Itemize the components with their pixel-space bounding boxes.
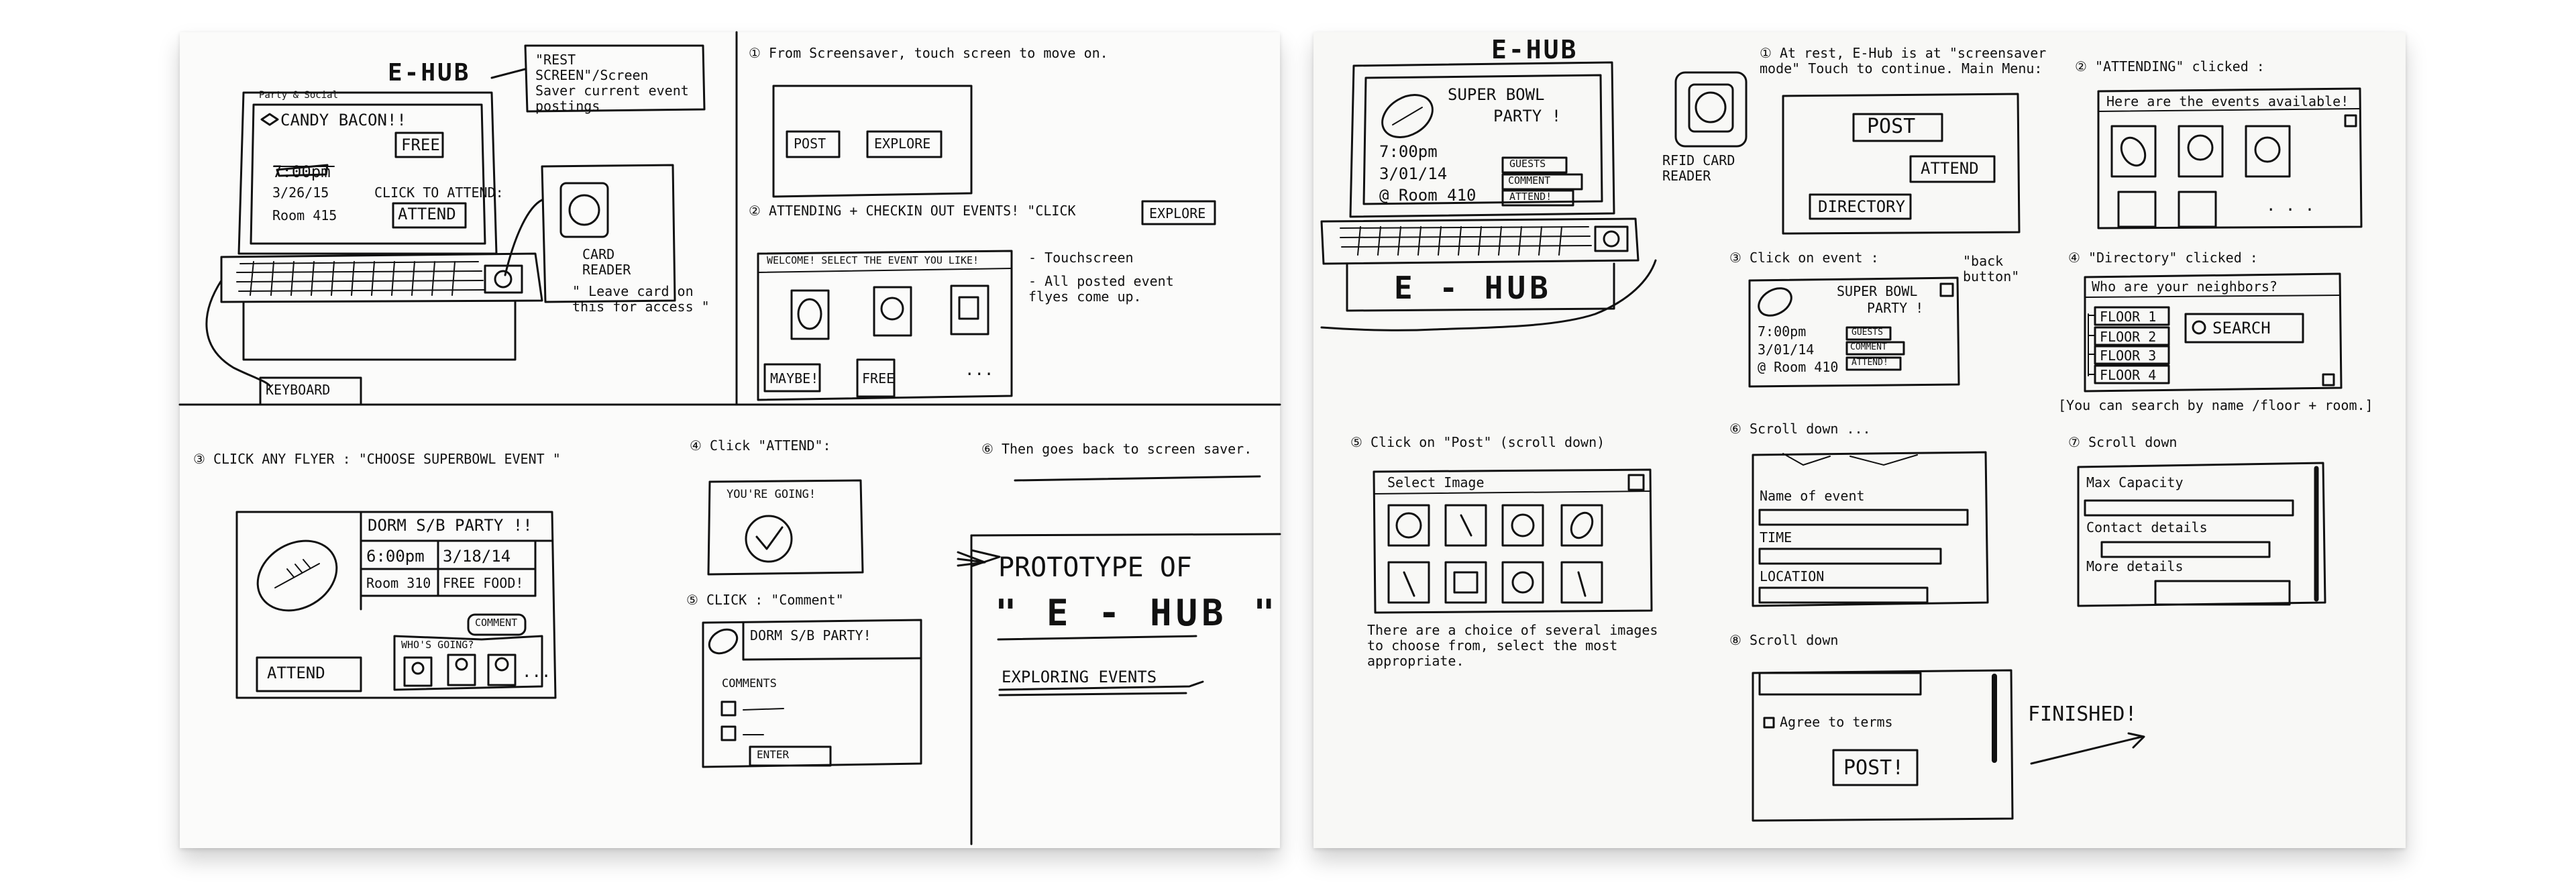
ehub-logo: E-HUB [1491,35,1578,64]
post-submit-button[interactable]: POST! [1843,756,1904,780]
flyers-note: - All posted event flyes come up. [1028,273,1174,305]
floor-2-button[interactable]: FLOOR 2 [2100,329,2157,345]
event-time: 6:00pm [366,547,425,566]
step8-caption: ⑧ Scroll down [1729,632,1839,648]
event-room: Room 415 [272,207,337,223]
event-title: CANDY BACON!! [280,111,407,129]
ehub-logo: E-HUB [388,59,471,87]
select-event-header: WELCOME! SELECT THE EVENT YOU LIKE! [767,254,979,266]
finished-label: FINISHED! [2028,702,2137,726]
contact-details-label: Contact details [2086,519,2208,535]
attend-button[interactable]: ATTEND! [1851,358,1888,368]
event-date: 3/01/14 [1379,164,1448,183]
event-title: DORM S/B PARTY !! [368,516,533,535]
maybe-flyer[interactable]: MAYBE! [770,370,819,386]
floor-1-button[interactable]: FLOOR 1 [2100,309,2157,325]
event-room: @ Room 410 [1379,186,1477,205]
event-title-line2: PARTY ! [1867,300,1924,316]
free-flyer[interactable]: FREE [862,370,895,386]
attend-button[interactable]: ATTEND [1921,159,1979,178]
attend-button[interactable]: ATTEND [398,205,456,223]
keyboard-label: KEYBOARD [266,382,331,398]
event-title-line2: PARTY ! [1493,107,1562,125]
explore-button-note[interactable]: EXPLORE [1149,205,1206,221]
select-image-header: Select Image [1387,474,1485,490]
rfid-card-reader-label: RFID CARD READER [1662,152,1735,184]
click-to-attend-label: CLICK TO ATTEND: [374,185,504,201]
guests-button[interactable]: GUESTS [1851,327,1883,337]
event-title: SUPER BOWL [1837,283,1918,299]
touchscreen-note: - Touchscreen [1028,250,1134,266]
step3-caption: ③ CLICK ANY FLYER : "CHOOSE SUPERBOWL EV… [193,451,561,467]
explore-button[interactable]: EXPLORE [874,136,931,152]
time-label: TIME [1760,529,1792,545]
location-label: LOCATION [1760,568,1825,584]
directory-search-note: [You can search by name /floor + room.] [2058,397,2373,413]
guests-button[interactable]: GUESTS [1509,158,1546,170]
right-sheet-drawings [1313,32,2406,848]
screen-category-label: Party & Social [259,90,339,101]
step3-caption: ③ Click on event : [1729,250,1879,266]
youre-going-label: YOU'RE GOING! [727,488,816,501]
search-button[interactable]: SEARCH [2212,319,2271,337]
rest-screen-note: "REST SCREEN"/Screen Saver current event… [535,52,689,114]
comment-button[interactable]: COMMENT [475,617,518,629]
prototype-name: " E - HUB " [995,592,1279,634]
back-button-note: "back button" [1963,253,2020,284]
attend-button[interactable]: ATTEND! [1509,191,1552,203]
event-date: 3/01/14 [1758,342,1815,358]
kiosk-base-logo: E - HUB [1394,270,1552,306]
step6-caption: ⑥ Then goes back to screen saver. [981,441,1252,457]
enter-button[interactable]: ENTER [757,748,790,761]
step1-caption: ① From Screensaver, touch screen to move… [749,45,1108,61]
step2-caption: ② ATTENDING + CHECKIN OUT EVENTS! "CLICK [749,203,1076,219]
image-choice-note: There are a choice of several images to … [1367,622,1658,669]
step5-caption: ⑤ CLICK : "Comment" [686,592,844,608]
step7-caption: ⑦ Scroll down [2068,434,2178,450]
event-time: 7:00pm [272,162,331,181]
floor-3-button[interactable]: FLOOR 3 [2100,348,2157,364]
prototype-title: PROTOTYPE OF [998,552,1192,583]
floor-4-button[interactable]: FLOOR 4 [2100,367,2157,383]
whos-going-label: WHO'S GOING? [401,639,474,651]
step6-caption: ⑥ Scroll down ... [1729,421,1871,437]
step4-caption: ④ Click "ATTEND": [690,437,831,454]
free-badge: FREE [401,136,440,154]
max-capacity-label: Max Capacity [2086,474,2184,490]
step2-caption: ② "ATTENDING" clicked : [2075,58,2265,74]
event-time: 7:00pm [1758,323,1807,340]
step5-caption: ⑤ Click on "Post" (scroll down) [1350,434,1605,450]
more-attendees-ellipsis: ... [522,662,551,681]
neighbors-question: Who are your neighbors? [2092,278,2277,295]
event-title: DORM S/B PARTY! [750,627,871,643]
name-of-event-label: Name of event [1760,488,1865,504]
comments-label: COMMENTS [722,677,777,690]
sketch-sheet-right: E-HUB SUPER BOWL PARTY ! 7:00pm 3/01/14 … [1313,32,2406,848]
prototype-subtitle: EXPLORING EVENTS [1002,668,1157,686]
more-details-label: More details [2086,558,2184,574]
sketch-sheet-left: E-HUB Party & Social CANDY BACON!! FREE … [180,32,1280,848]
event-title: SUPER BOWL [1448,85,1545,104]
event-date: 3/26/15 [272,185,329,201]
post-button[interactable]: POST [794,136,826,152]
directory-button[interactable]: DIRECTORY [1818,197,1906,216]
left-sheet-drawings [180,32,1280,848]
more-flyers-ellipsis: ... [965,360,994,379]
step1-caption: ① At rest, E-Hub is at "screensaver mode… [1760,45,2047,76]
leave-card-note: " Leave card on this for access " [572,283,710,315]
event-room: Room 310 [366,575,431,591]
post-button[interactable]: POST [1867,115,1916,138]
step4-caption: ④ "Directory" clicked : [2068,250,2258,266]
more-events-ellipsis: . . . [2266,196,2315,215]
agree-to-terms-label[interactable]: Agree to terms [1780,714,1893,730]
comment-button[interactable]: COMMENT [1508,174,1551,187]
event-time: 7:00pm [1379,142,1438,161]
comment-button[interactable]: COMMENT [1850,342,1887,352]
event-date: 3/18/14 [443,547,511,566]
event-room: @ Room 410 [1758,359,1839,375]
card-reader-label: CARD READER [582,246,631,278]
attend-button[interactable]: ATTEND [267,664,325,682]
free-food-label: FREE FOOD! [443,575,524,591]
events-available-header: Here are the events available! [2106,93,2349,109]
